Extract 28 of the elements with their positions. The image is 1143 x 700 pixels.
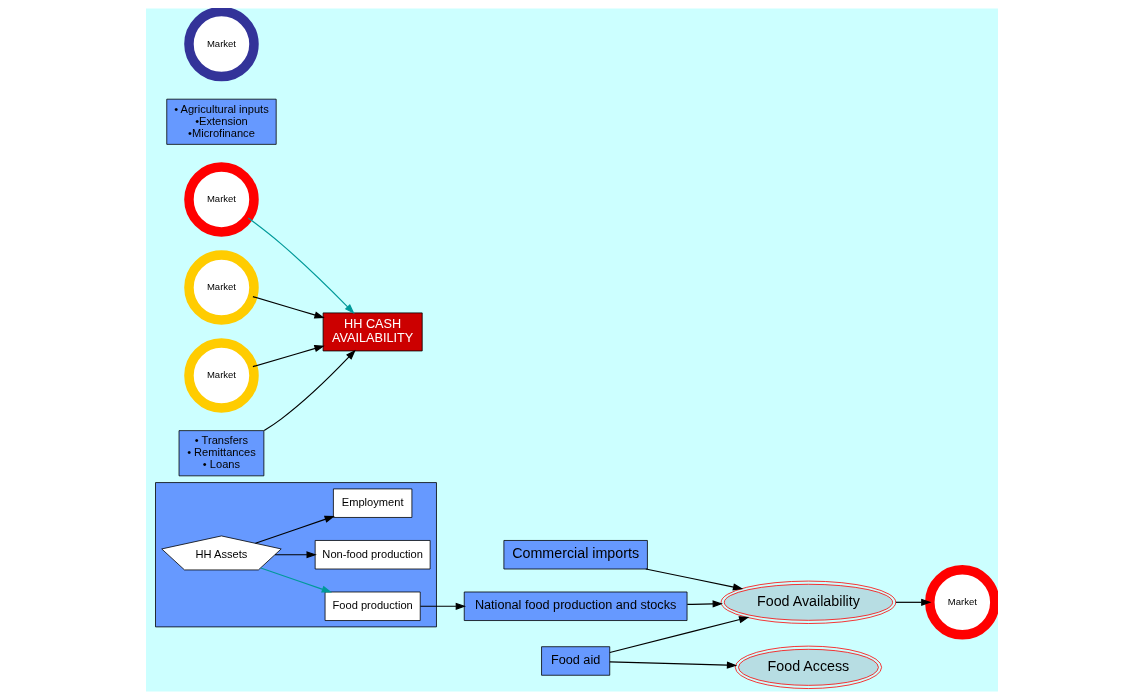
arrow [608,661,737,669]
arrow [686,600,723,608]
node-box: • Transfers • Remittances • Loans [178,430,264,477]
node-box: Employment [332,488,412,518]
arrow [894,598,931,606]
node-box: Commercial imports [503,540,648,570]
arrow [273,551,317,559]
node-box: Food production [324,591,421,621]
node-circle: Market [183,8,259,82]
node-circle: Market [924,565,998,640]
arrow [644,568,743,591]
node-circle: Market [183,338,259,413]
arrow [259,567,332,593]
node-box: Non-food production [314,540,431,570]
cluster [154,482,437,628]
arrow [254,515,335,544]
node-circle: Market [183,250,259,325]
node-box: • Agricultural inputs •Extension •Microfinance [165,98,277,145]
arrow [251,345,325,368]
node-box: National food production and stocks [463,591,687,621]
node-box: HH CASH AVAILABILITY [322,312,423,352]
arrow [251,296,325,319]
node-box: Food aid [540,646,610,676]
node-circle: Market [183,162,259,237]
arrow [247,217,355,314]
arrow [608,616,749,654]
arrow [419,602,466,610]
arrow [263,349,356,432]
